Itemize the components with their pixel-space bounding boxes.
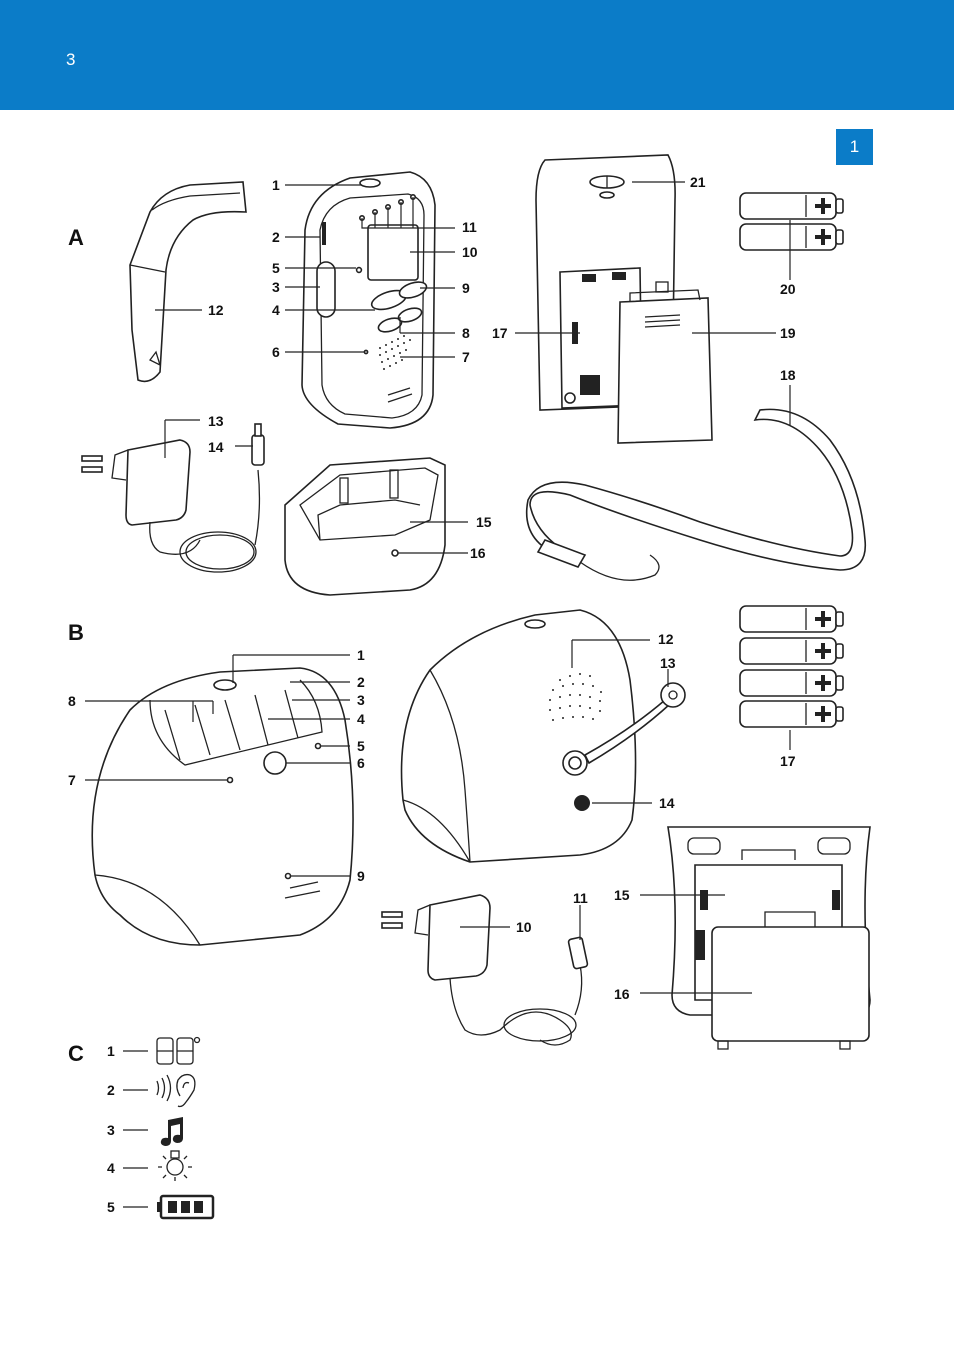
callout-b-17: 17: [780, 753, 796, 769]
sound-ear-icon: [156, 1073, 196, 1108]
callout-a-5: 5: [272, 260, 280, 276]
figure-badge: 1: [836, 129, 873, 165]
baby-unit-underside-drawing: [667, 826, 871, 1050]
callout-b-16: 16: [614, 986, 630, 1002]
callout-b-14: 14: [659, 795, 675, 811]
callout-c-1: 1: [107, 1043, 115, 1059]
callout-b-3: 3: [357, 692, 365, 708]
callout-b-6: 6: [357, 755, 365, 771]
callout-a-20: 20: [780, 281, 796, 297]
callout-b-13: 13: [660, 655, 676, 671]
callout-a-16: 16: [470, 545, 486, 561]
callout-a-2: 2: [272, 229, 280, 245]
temperature-display-icon: [156, 1036, 201, 1065]
charging-base-drawing: [284, 457, 446, 596]
callout-a-6: 6: [272, 344, 280, 360]
callout-c-2: 2: [107, 1082, 115, 1098]
callout-a-1: 1: [272, 177, 280, 193]
battery-icon: [157, 1194, 215, 1220]
parent-unit-front-drawing: [301, 171, 436, 429]
callout-a-17: 17: [492, 325, 508, 341]
section-letter-b: B: [68, 620, 84, 645]
callout-b-11: 11: [573, 890, 588, 906]
callout-a-7: 7: [462, 349, 470, 365]
leader-lines: [85, 181, 791, 1208]
belt-clip-drawing: [129, 181, 247, 383]
callout-b-1: 1: [357, 647, 365, 663]
callout-a-11: 11: [462, 219, 477, 235]
callout-a-8: 8: [462, 325, 470, 341]
baby-unit-back-drawing: [400, 609, 686, 863]
callout-a-4: 4: [272, 302, 280, 318]
baby-unit-front-drawing: [91, 667, 354, 946]
header-bar: 3: [0, 0, 954, 110]
callout-a-15: 15: [476, 514, 492, 530]
callout-b-9: 9: [357, 868, 365, 884]
callout-a-13: 13: [208, 413, 224, 429]
callout-a-18: 18: [780, 367, 796, 383]
callout-a-14: 14: [208, 439, 224, 455]
page-number: 3: [66, 50, 76, 69]
callout-a-10: 10: [462, 244, 478, 260]
power-adapter-a-drawing: [81, 423, 265, 573]
callout-b-4: 4: [357, 711, 365, 727]
callout-b-10: 10: [516, 919, 532, 935]
callout-a-3: 3: [272, 279, 280, 295]
callout-b-5: 5: [357, 738, 365, 754]
callout-c-4: 4: [107, 1160, 115, 1176]
callout-a-9: 9: [462, 280, 470, 296]
section-letter-c: C: [68, 1041, 84, 1066]
callout-c-5: 5: [107, 1199, 115, 1215]
callout-b-12: 12: [658, 631, 674, 647]
power-adapter-b-drawing: [381, 894, 589, 1046]
callout-a-19: 19: [780, 325, 796, 341]
night-light-icon: [158, 1150, 192, 1181]
callout-b-2: 2: [357, 674, 365, 690]
batteries-a-drawing: [739, 192, 844, 251]
callout-a-21: 21: [690, 174, 706, 190]
callout-b-7: 7: [68, 772, 76, 788]
callout-b-15: 15: [614, 887, 630, 903]
neck-cord-drawing: [526, 408, 867, 581]
callout-c-3: 3: [107, 1122, 115, 1138]
battery-cover-drawing: [617, 281, 713, 444]
callout-a-12: 12: [208, 302, 224, 318]
callout-b-8: 8: [68, 693, 76, 709]
batteries-b-drawing: [739, 605, 844, 728]
music-note-icon: [160, 1117, 183, 1146]
section-letter-a: A: [68, 225, 84, 250]
